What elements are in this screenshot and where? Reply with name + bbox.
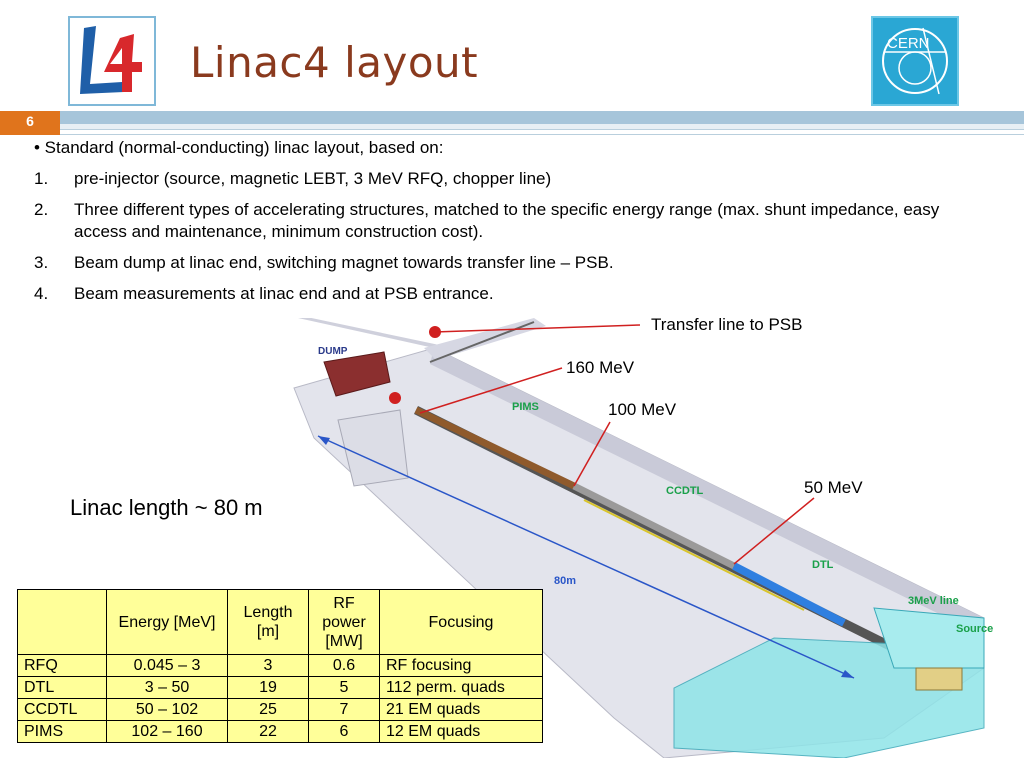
table-cell: 102 – 160	[106, 720, 228, 743]
tunnel-wall	[298, 318, 444, 348]
intro-bullet: • Standard (normal-conducting) linac lay…	[34, 138, 444, 157]
table-cell: 12 EM quads	[379, 720, 543, 743]
100mev-callout: 100 MeV	[608, 400, 677, 419]
50mev-callout: 50 MeV	[804, 478, 863, 497]
slide-title: Linac4 layout	[190, 38, 479, 87]
slide-body: • Standard (normal-conducting) linac lay…	[34, 137, 994, 314]
cern-logo: CERN	[871, 16, 959, 106]
list-text: Beam measurements at linac end and at PS…	[74, 284, 494, 303]
160mev-callout-line	[419, 367, 563, 414]
list-item: 4. Beam measurements at linac end and at…	[34, 283, 994, 305]
table-row: DTL 3 – 50 19 5 112 perm. quads	[17, 676, 543, 699]
table-cell: 3 – 50	[106, 676, 228, 699]
list-number: 3.	[34, 253, 49, 272]
table-cell: 0.045 – 3	[106, 654, 228, 677]
source-hall	[873, 607, 985, 669]
list-item: 2. Three different types of accelerating…	[34, 199, 994, 243]
pims-section	[414, 406, 576, 490]
160mev-callout: 160 MeV	[566, 358, 635, 377]
tunnel-back-wall	[430, 348, 984, 636]
ccdtl-yellow-trim	[583, 499, 805, 611]
table-cell: RFQ	[17, 654, 107, 677]
length-arrow	[317, 435, 855, 679]
table-cell: 19	[227, 676, 309, 699]
table-cell: 0.6	[308, 654, 380, 677]
3mev-line-label: 3MeV line	[908, 595, 959, 607]
access-shaft	[337, 409, 409, 487]
linac4-logo	[68, 16, 156, 106]
table-cell: 7	[308, 698, 380, 721]
table-cell: DTL	[17, 676, 107, 699]
table-cell: PIMS	[17, 720, 107, 743]
50mev-callout-line	[733, 497, 815, 565]
table-header-cell: Focusing	[379, 589, 543, 655]
list-number: 1.	[34, 169, 49, 188]
list-text: pre-injector (source, magnetic LEBT, 3 M…	[74, 169, 552, 188]
ccdtl-section	[572, 482, 736, 570]
100mev-callout-line	[573, 421, 611, 487]
linac-tunnel-diagram: DUMP PIMS CCDTL DTL 3MeV line Source 80m	[293, 318, 993, 758]
table-header-cell: RF power [MW]	[308, 589, 380, 655]
header-band-light	[0, 124, 1024, 129]
length-arrowhead-end	[841, 670, 854, 678]
table-row: PIMS 102 – 160 22 6 12 EM quads	[17, 720, 543, 743]
table-cell: 22	[227, 720, 309, 743]
linac-parameters-table: Energy [MeV] Length [m] RF power [MW] Fo…	[17, 589, 543, 743]
table-cell: 112 perm. quads	[379, 676, 543, 699]
table-cell: 21 EM quads	[379, 698, 543, 721]
table-header-cell: Length [m]	[227, 589, 309, 655]
bending-magnet-icon	[389, 392, 401, 404]
table-cell: 50 – 102	[106, 698, 228, 721]
table-row: CCDTL 50 – 102 25 7 21 EM quads	[17, 698, 543, 721]
linac-length-label: Linac length ~ 80 m	[70, 495, 263, 520]
table-header-cell: Energy [MeV]	[106, 589, 228, 655]
table-cell: CCDTL	[17, 698, 107, 721]
psb-callout: Transfer line to PSB	[651, 315, 803, 334]
table-header-cell	[17, 589, 107, 655]
dtl-section	[732, 562, 846, 627]
psb-callout-line	[433, 324, 641, 333]
table-header-row: Energy [MeV] Length [m] RF power [MW] Fo…	[17, 589, 543, 655]
dump-label: DUMP	[318, 346, 348, 357]
svg-text:CERN: CERN	[887, 35, 930, 52]
slide-number: 6	[0, 111, 60, 135]
length-arrowhead-start	[318, 436, 330, 445]
transfer-beamline	[429, 321, 535, 363]
pims-label: PIMS	[512, 401, 539, 413]
table-cell: RF focusing	[379, 654, 543, 677]
list-text: Three different types of accelerating st…	[74, 200, 940, 241]
table-cell: 6	[308, 720, 380, 743]
list-text: Beam dump at linac end, switching magnet…	[74, 253, 614, 272]
dump-block	[323, 351, 391, 397]
list-number: 4.	[34, 284, 49, 303]
table-cell: 25	[227, 698, 309, 721]
header-band	[0, 111, 1024, 124]
list-item: 1. pre-injector (source, magnetic LEBT, …	[34, 168, 994, 190]
source-label: Source	[956, 623, 993, 635]
dtl-label: DTL	[812, 559, 834, 571]
list-item: 3. Beam dump at linac end, switching mag…	[34, 252, 994, 274]
80m-label: 80m	[554, 575, 576, 587]
table-row: RFQ 0.045 – 3 3 0.6 RF focusing	[17, 654, 543, 677]
table-cell: 3	[227, 654, 309, 677]
ccdtl-label: CCDTL	[666, 485, 704, 497]
header-rule	[0, 129, 1024, 135]
table-cell: 5	[308, 676, 380, 699]
list-number: 2.	[34, 200, 49, 219]
source-equipment	[915, 667, 963, 691]
